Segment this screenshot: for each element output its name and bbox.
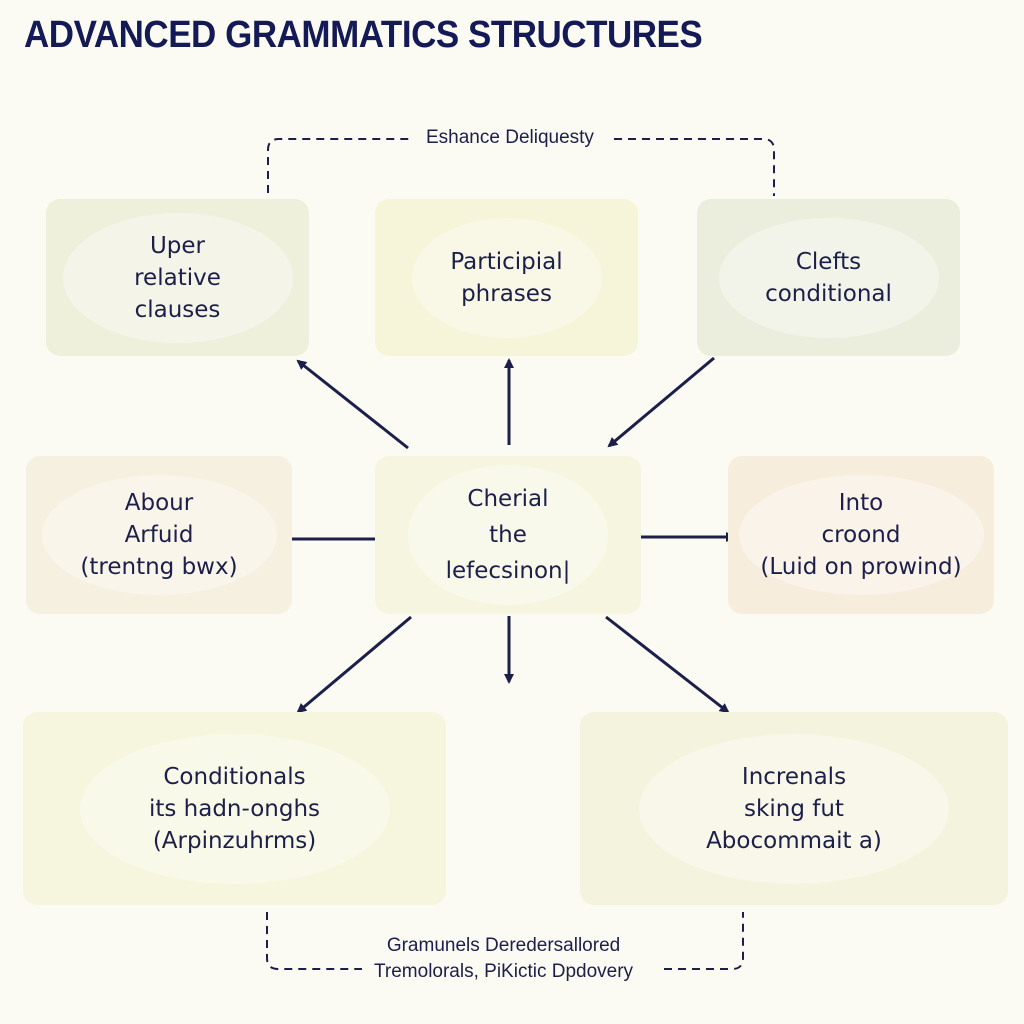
node-upper-left: Uper relative clauses bbox=[46, 199, 309, 356]
node-middle-left: Abour Arfuid (trentng bwx) bbox=[26, 456, 292, 614]
node-center: Cherial the lefecsinon| bbox=[375, 456, 641, 614]
node-line: Increnals bbox=[741, 763, 847, 790]
bottom-note: Gramunels Deredersallored Tremolorals, P… bbox=[366, 933, 642, 985]
node-line: Cherial bbox=[467, 486, 549, 512]
arrow-from-upper-right bbox=[607, 356, 715, 448]
node-line: relative bbox=[134, 264, 221, 291]
node-line: (trentng bwx) bbox=[80, 554, 238, 580]
node-line: the bbox=[489, 522, 527, 548]
node-line: (Arpinzuhrms) bbox=[152, 827, 317, 854]
node-upper-middle: Participial phrases bbox=[375, 199, 638, 356]
arrow-to-upper-left bbox=[296, 359, 409, 450]
node-line: Participial bbox=[450, 248, 563, 275]
node-upper-right: Clefts conditional bbox=[697, 199, 960, 356]
top-dashed-bracket bbox=[267, 138, 775, 196]
arrow-to-low-left bbox=[296, 615, 412, 714]
node-line: sking fut bbox=[744, 795, 844, 822]
node-line: Conditionals bbox=[163, 763, 306, 790]
node-line: phrases bbox=[461, 280, 552, 307]
node-line: lefecsinon| bbox=[445, 558, 571, 584]
top-note: Eshance Deliquesty bbox=[418, 127, 602, 149]
diagram-title: ADVANCED GRAMMATICS STRUCTURES bbox=[24, 14, 703, 56]
node-lower-left: Conditionals its hadn-onghs (Arpinzuhrms… bbox=[23, 712, 446, 905]
node-line: Uper bbox=[149, 232, 206, 259]
node-line: Abocommait a) bbox=[706, 827, 882, 854]
bottom-dashed-bracket bbox=[266, 912, 744, 970]
node-line: croond bbox=[821, 522, 901, 548]
node-line: clauses bbox=[134, 296, 221, 323]
node-line: Arfuid bbox=[124, 522, 194, 548]
node-middle-right: Into croond (Luid on prowind) bbox=[728, 456, 994, 614]
arrow-to-low-right bbox=[605, 615, 730, 714]
node-line: (Luid on prowind) bbox=[760, 554, 962, 580]
node-line: its hadn-onghs bbox=[148, 795, 321, 822]
node-lower-right: Increnals sking fut Abocommait a) bbox=[580, 712, 1008, 905]
node-line: conditional bbox=[765, 280, 892, 307]
bottom-note-line: Gramunels Deredersallored bbox=[386, 935, 621, 956]
bottom-note-line: Tremolorals, PiKictic Dpdovery bbox=[374, 961, 634, 982]
node-line: Into bbox=[838, 490, 884, 516]
node-line: Abour bbox=[124, 490, 194, 516]
node-line: Clefts bbox=[795, 248, 862, 275]
